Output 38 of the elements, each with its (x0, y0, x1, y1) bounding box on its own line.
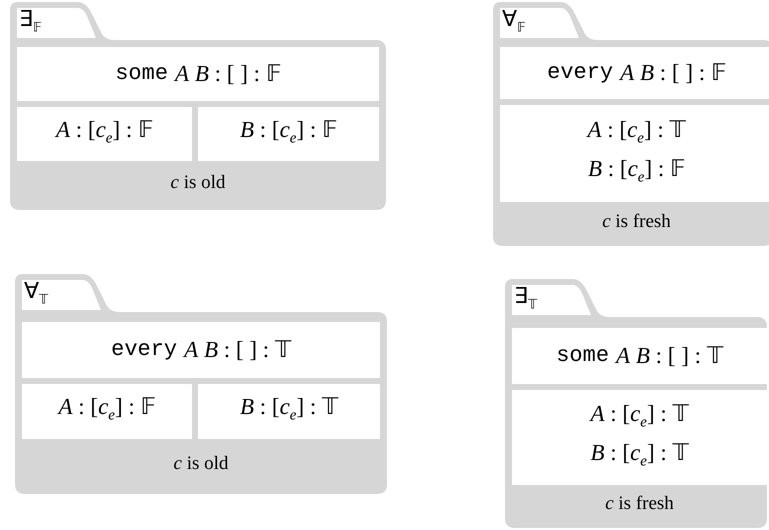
formula-header (500, 47, 769, 99)
formula-cell (512, 390, 767, 485)
keyword: every (111, 336, 178, 364)
condition-text: c is fresh (602, 211, 671, 233)
folder-panel (493, 0, 769, 246)
formula-cell (198, 107, 379, 161)
formula-cell (17, 107, 192, 161)
formula-cell (198, 384, 380, 439)
tab-label: ∃$_{𝔽}$ (19, 6, 42, 36)
condition-text: c is old (170, 172, 226, 194)
formula-text: B : [c$_{e}$] : 𝔽 (588, 154, 686, 188)
folder-panel (10, 0, 386, 210)
formula-text: A : [c$_{e}$] : 𝔽 (58, 393, 156, 426)
formula-text: B : [c$_{e}$] : 𝔽 (240, 116, 338, 148)
formula-text: A : [c$_{e}$] : 𝔽 (56, 116, 154, 148)
folder-panel (505, 277, 767, 528)
formula-cell (500, 105, 769, 202)
formula-text: A B : [ ] : 𝔽 (620, 59, 726, 87)
condition-text: c is old (174, 452, 228, 474)
keyword: some (556, 342, 610, 370)
formula-text: A B : [ ] : 𝕋 (616, 342, 723, 370)
formula-text: A B : [ ] : 𝔽 (175, 60, 281, 88)
condition-text: c is fresh (605, 493, 674, 515)
formula-text: B : [c$_{e}$] : 𝕋 (240, 393, 338, 426)
formula-header (22, 322, 380, 378)
formula-header (17, 47, 379, 101)
keyword: every (547, 59, 614, 87)
formula-text: A B : [ ] : 𝕋 (184, 336, 291, 364)
formula-text: A : [c$_{e}$] : 𝕋 (587, 116, 686, 148)
tab-label: ∀$_{𝕋}$ (24, 278, 48, 308)
tab-label: ∀$_{𝔽}$ (502, 6, 526, 36)
formula-text: A : [c$_{e}$] : 𝕋 (590, 400, 689, 432)
formula-text: B : [c$_{e}$] : 𝕋 (590, 438, 689, 472)
formula-cell (22, 384, 192, 439)
formula-header (512, 328, 767, 384)
folder-panel (15, 272, 387, 494)
tab-label: ∃$_{𝕋}$ (514, 283, 537, 314)
keyword: some (115, 60, 168, 88)
